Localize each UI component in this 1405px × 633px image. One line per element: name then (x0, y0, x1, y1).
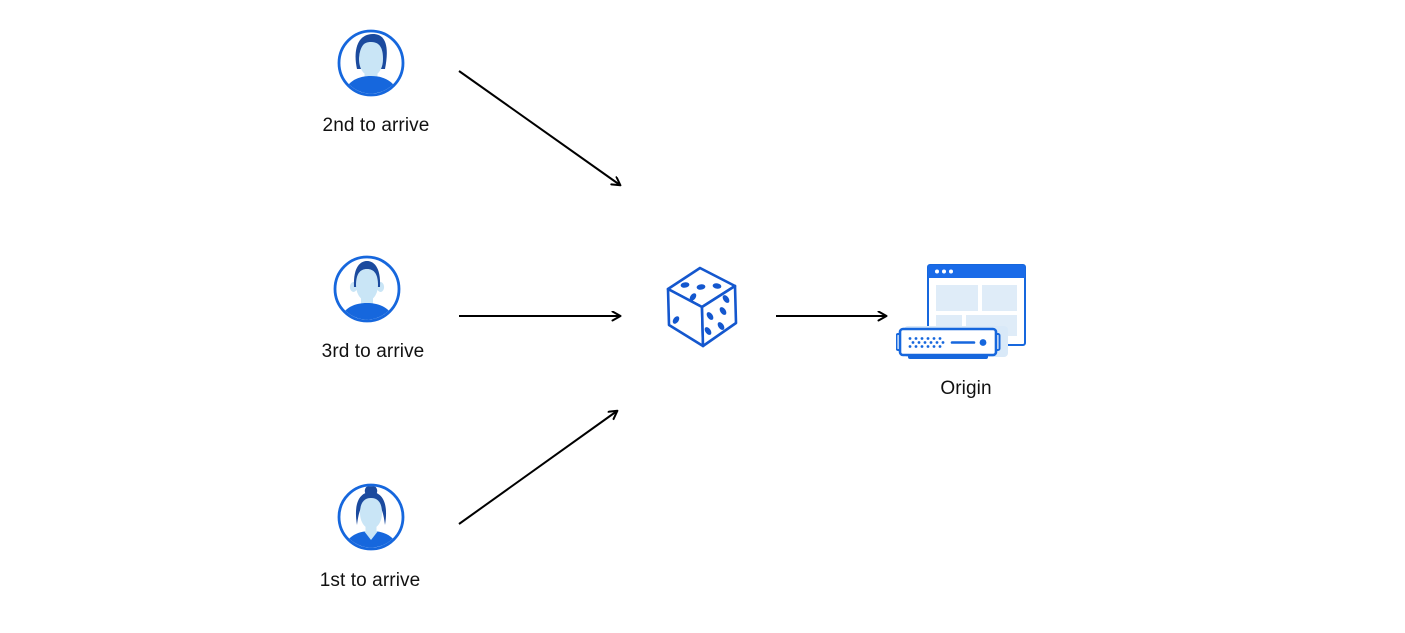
dice-pips (672, 282, 730, 335)
arrow-second-to-randomizer (458, 70, 620, 185)
avatar-figure (342, 486, 400, 548)
avatar-figure (338, 261, 396, 320)
male-avatar-short-hair-icon (329, 251, 405, 327)
arrow-first-to-randomizer (458, 411, 617, 525)
server-box (896, 326, 1008, 359)
female-avatar-bun-icon (333, 479, 409, 555)
male-avatar-pompadour-icon (333, 25, 409, 101)
visitor-third-label: 3rd to arrive (321, 341, 425, 362)
visitor-second-label: 2nd to arrive (322, 115, 430, 136)
visitor-first-label: 1st to arrive (319, 570, 421, 591)
dice-icon (665, 265, 739, 349)
server-led-dots (908, 337, 945, 348)
origin-label: Origin (940, 378, 992, 399)
avatar-figure (342, 34, 400, 94)
origin-server-icon (896, 263, 1028, 364)
